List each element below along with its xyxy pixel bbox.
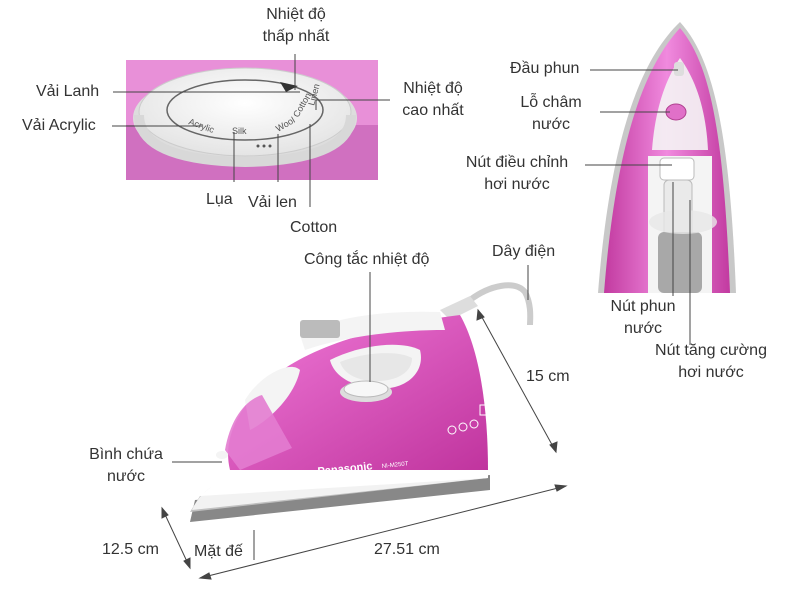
- label-temp-switch: Công tắc nhiệt độ: [304, 251, 430, 268]
- label-lowest-temp-line1: Nhiệt độ: [266, 6, 326, 23]
- top-callout-lines: [585, 69, 691, 345]
- label-water-tank-line2: nước: [106, 468, 146, 485]
- label-height-dimension: 15 cm: [526, 368, 570, 385]
- label-lowest-temp-line2: thấp nhất: [262, 28, 330, 45]
- label-water-tank-line1: Bình chứa: [89, 446, 163, 463]
- label-spray-button-line1: Nút phun: [610, 298, 676, 315]
- label-spray-button: Nút phun nước: [600, 296, 686, 340]
- dial-callout-lines: [112, 54, 390, 207]
- model-number: NI-M250T: [382, 461, 409, 470]
- dial-text-silk: Silk: [232, 126, 247, 136]
- label-acrylic: Vải Acrylic: [22, 117, 96, 134]
- label-lowest-temp: Nhiệt độ thấp nhất: [250, 4, 342, 48]
- label-length-dimension: 27.51 cm: [374, 541, 440, 558]
- dial-arrow-icon: [280, 82, 298, 92]
- label-steam-control-line2: hơi nước: [484, 176, 550, 193]
- label-spray-hole-line2: nước: [531, 116, 571, 133]
- label-width-dimension: 12.5 cm: [102, 541, 159, 558]
- label-water-tank: Bình chứa nước: [80, 444, 172, 488]
- label-spray-hole-line1: Lỗ châm: [520, 94, 582, 111]
- label-burst-button-line1: Nút tăng cường: [655, 342, 767, 359]
- label-steam-control: Nút điều chỉnh hơi nước: [458, 152, 576, 196]
- label-highest-temp-line1: Nhiệt độ: [403, 80, 463, 97]
- iron-top-view: [598, 22, 736, 293]
- dial-closeup: Acrylic Silk Wool Cotton Linen: [126, 60, 378, 180]
- label-spray-hole: Lỗ châm nước: [508, 92, 594, 136]
- iron-side-view: Panasonic NI-M250T: [190, 282, 534, 522]
- label-spray-button-line2: nước: [623, 320, 663, 337]
- dimension-arrows: [161, 308, 568, 580]
- side-callout-lines: [172, 265, 529, 560]
- label-soleplate: Mặt đế: [194, 543, 243, 560]
- label-nozzle: Đầu phun: [510, 60, 580, 77]
- label-burst-button: Nút tăng cường hơi nước: [644, 340, 778, 384]
- label-highest-temp-line2: cao nhất: [402, 102, 464, 119]
- label-linen: Vải Lanh: [36, 83, 100, 100]
- label-burst-button-line2: hơi nước: [678, 364, 744, 381]
- label-cotton: Cotton: [290, 219, 338, 236]
- label-wool: Vải len: [248, 194, 297, 211]
- brand-logo: Panasonic: [317, 460, 373, 478]
- label-steam-control-line1: Nút điều chỉnh: [465, 154, 569, 171]
- label-highest-temp: Nhiệt độ cao nhất: [392, 78, 474, 122]
- power-cord-icon: [468, 282, 534, 326]
- label-silk: Lụa: [206, 191, 233, 208]
- label-power-cord: Dây điện: [492, 243, 556, 260]
